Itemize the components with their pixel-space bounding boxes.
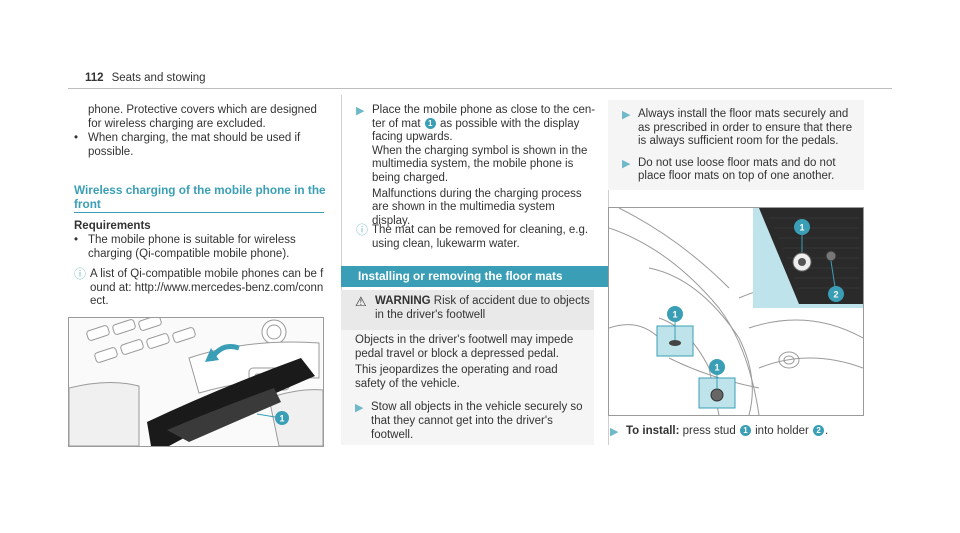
- step-line-5: Malfunctions during the charging process…: [372, 187, 582, 227]
- col3-warning-actions: ▶ Always install the floor mats securely…: [608, 100, 864, 190]
- install-instruction: ▶ To install: press stud 1 into holder 2…: [610, 425, 829, 438]
- bullet-dot: •: [74, 132, 79, 144]
- info-text: The mat can be removed for cleaning, e.g…: [372, 224, 589, 250]
- charging-mat-illustration: 1: [69, 318, 323, 446]
- action-text-1: Always install the floor mats securely a…: [638, 108, 853, 148]
- callout-2: 2: [813, 425, 825, 436]
- install-label: To install:: [626, 425, 680, 437]
- charging-step: ▶ Place the mobile phone as close to the…: [356, 104, 596, 228]
- info-icon: ⓘ: [356, 223, 369, 237]
- step-line-2: ter of mat 1 as possible with the displa…: [372, 117, 580, 130]
- warning-action: ▶ Stow all objects in the vehicle secure…: [355, 401, 587, 442]
- action-arrow-icon: ▶: [622, 157, 631, 170]
- action-arrow-icon: ▶: [355, 402, 364, 415]
- charging-mat-image: 1: [68, 317, 324, 447]
- warning-title: Risk of accident due to objects in the d…: [375, 295, 590, 321]
- warning-label: WARNING: [375, 295, 431, 307]
- step-line-4: When the charging symbol is shown in the…: [372, 144, 588, 184]
- header-divider: [68, 88, 892, 89]
- section-title-line2: front: [74, 197, 101, 211]
- info-text: A list of Qi-compatible mobile phones ca…: [90, 268, 324, 308]
- col1-intro: phone. Protective covers which are desig…: [88, 104, 317, 130]
- warning-header: ⚠ WARNING Risk of accident due to object…: [341, 290, 594, 330]
- floor-mat-image: 1 2 1 1: [608, 207, 864, 416]
- action-item-1: ▶ Always install the floor mats securely…: [622, 108, 858, 149]
- callout-1: 1: [424, 117, 436, 129]
- info-icon: ⓘ: [74, 267, 87, 281]
- action-arrow-icon: ▶: [356, 105, 365, 117]
- col1-bullet: • When charging, the mat should be used …: [74, 132, 326, 159]
- bullet-dot: •: [74, 234, 79, 246]
- bullet-text: When charging, the mat should be used if…: [88, 132, 301, 158]
- warning-icon: ⚠: [355, 294, 367, 309]
- col1-info: ⓘ A list of Qi-compatible mobile phones …: [74, 267, 326, 309]
- section-title-wireless: Wireless charging of the mobile phone in…: [74, 183, 334, 211]
- callout-1c: 1: [714, 363, 719, 373]
- section-title-line1: Wireless charging of the mobile phone in…: [74, 183, 326, 197]
- warning-paragraph-1: Objects in the driver's footwell may imp…: [355, 334, 574, 360]
- callout-1: 1: [739, 425, 751, 436]
- step-line-1: Place the mobile phone as close to the c…: [372, 104, 596, 116]
- floor-mat-illustration: 1 2 1 1: [609, 208, 863, 415]
- callout-1: 1: [799, 223, 804, 233]
- action-arrow-icon: ▶: [622, 109, 631, 121]
- section-banner-floor-mats: Installing or removing the floor mats: [341, 266, 611, 287]
- col2-info: ⓘ The mat can be removed for cleaning, e…: [356, 223, 596, 251]
- requirements-label: Requirements: [74, 220, 151, 232]
- section-name: Seats and stowing: [111, 72, 206, 84]
- step-line-3: facing upwards.: [372, 131, 453, 144]
- action-arrow-icon: ▶: [610, 426, 619, 438]
- page-number: 112: [85, 72, 104, 84]
- callout-2: 2: [833, 290, 838, 300]
- warning-paragraph-2: This jeopardizes the operating and road …: [355, 364, 558, 390]
- requirements-text: The mobile phone is suitable for wireles…: [88, 234, 296, 260]
- section-rule: [74, 212, 324, 213]
- callout-1b: 1: [672, 310, 677, 320]
- warning-body: Objects in the driver's footwell may imp…: [341, 330, 594, 445]
- warning-action-text: Stow all objects in the vehicle securely…: [371, 401, 583, 441]
- callout-1: 1: [279, 414, 284, 424]
- action-item-2: ▶ Do not use loose floor mats and do not…: [622, 157, 858, 184]
- page-header: 112 Seats and stowing: [85, 72, 206, 84]
- requirements-bullet: • The mobile phone is suitable for wirel…: [74, 234, 326, 261]
- action-text-2: Do not use loose floor mats and do not p…: [638, 156, 836, 183]
